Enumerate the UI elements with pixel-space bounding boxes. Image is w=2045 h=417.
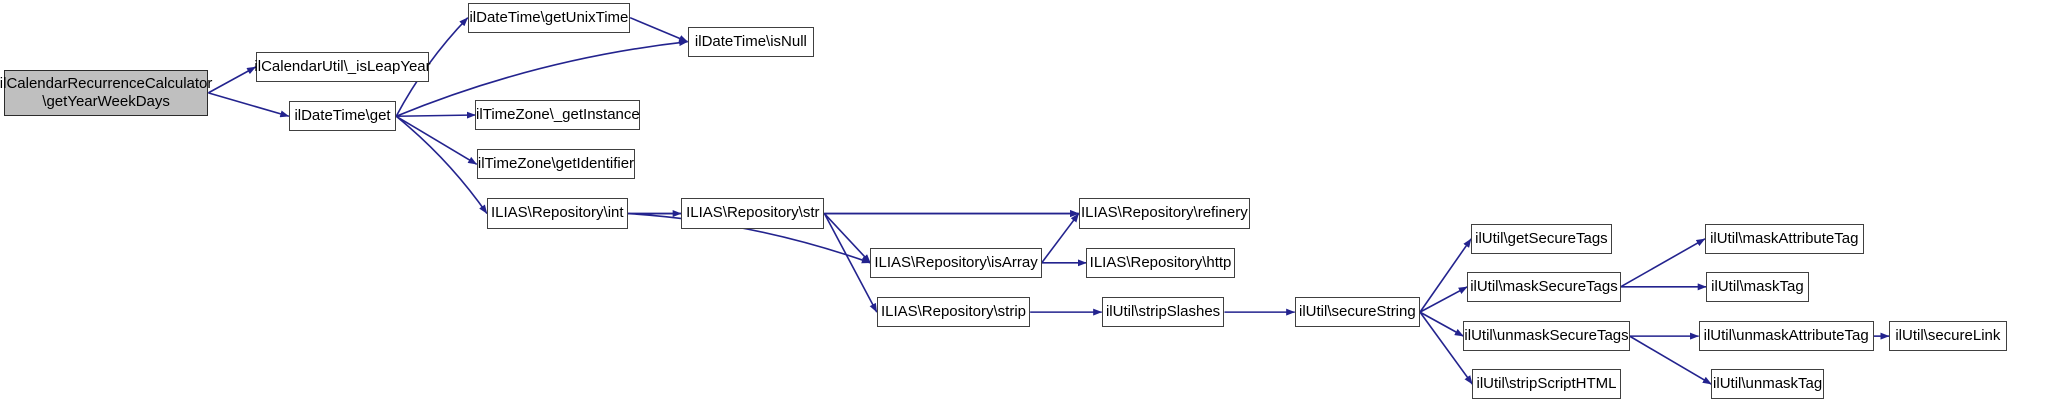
graph-node-maskTag[interactable]: ilUtil\maskTag	[1706, 271, 1809, 302]
graph-node-getUnixTime[interactable]: ilDateTime\getUnixTime	[467, 2, 631, 33]
graph-node-strip[interactable]: ILIAS\Repository\strip	[876, 296, 1031, 328]
graph-node-http[interactable]: ILIAS\Repository\http	[1086, 247, 1235, 278]
graph-node-isNull[interactable]: ilDateTime\isNull	[687, 26, 815, 57]
graph-node-stripSlashes[interactable]: ilUtil\stripSlashes	[1101, 296, 1225, 328]
graph-edge-getUnixTime-to-isNull	[629, 16, 689, 43]
graph-edge-root-to-get	[208, 92, 290, 118]
graph-edge-maskSecureTags-to-maskAttributeTag	[1620, 238, 1706, 288]
graph-edge-secureString-to-unmaskSecureTags	[1419, 311, 1464, 337]
graph-node-secureLink[interactable]: ilUtil\secureLink	[1889, 320, 2007, 352]
graph-node-unmaskTag[interactable]: ilUtil\unmaskTag	[1711, 368, 1824, 400]
graph-node-getSecureTags[interactable]: ilUtil\getSecureTags	[1471, 223, 1612, 254]
graph-node-stripScriptHTML[interactable]: ilUtil\stripScriptHTML	[1472, 368, 1621, 400]
graph-node-unmaskAttributeTag[interactable]: ilUtil\unmaskAttributeTag	[1698, 320, 1874, 352]
graph-node-getInstance[interactable]: ilTimeZone\_getInstance	[475, 99, 641, 131]
graph-node-repoStr[interactable]: ILIAS\Repository\str	[681, 198, 825, 229]
graph-node-getIdentifier[interactable]: ilTimeZone\getIdentifier	[476, 149, 636, 180]
graph-node-secureString[interactable]: ilUtil\secureString	[1294, 296, 1420, 328]
graph-node-unmaskSecureTags[interactable]: ilUtil\unmaskSecureTags	[1463, 320, 1630, 352]
graph-edge-get-to-getIdentifier	[395, 115, 478, 165]
graph-node-get[interactable]: ilDateTime\get	[288, 101, 397, 132]
graph-edge-secureString-to-maskSecureTags	[1419, 286, 1468, 313]
graph-node-isArray[interactable]: ILIAS\Repository\isArray	[870, 247, 1042, 278]
graph-edge-secureString-to-getSecureTags	[1419, 238, 1472, 313]
graph-edge-repoStr-to-isArray	[823, 213, 871, 264]
graph-node-maskAttributeTag[interactable]: ilUtil\maskAttributeTag	[1705, 223, 1864, 254]
graph-edge-isArray-to-refinery	[1041, 213, 1080, 264]
graph-node-maskSecureTags[interactable]: ilUtil\maskSecureTags	[1467, 271, 1621, 302]
graph-node-refinery[interactable]: ILIAS\Repository\refinery	[1078, 198, 1250, 229]
graph-edge-get-to-getInstance	[396, 111, 476, 119]
graph-edge-repoStr-to-strip	[823, 213, 878, 313]
graph-node-isLeapYear[interactable]: ilCalendarUtil\_isLeapYear	[254, 51, 431, 83]
graph-edge-root-to-isLeapYear	[207, 66, 257, 94]
graph-edge-get-to-repoInt	[395, 115, 488, 215]
graph-node-repoInt[interactable]: ILIAS\Repository\int	[486, 198, 628, 229]
graph-node-root[interactable]: ilCalendarRecurrenceCalculator \getYearW…	[0, 69, 212, 117]
